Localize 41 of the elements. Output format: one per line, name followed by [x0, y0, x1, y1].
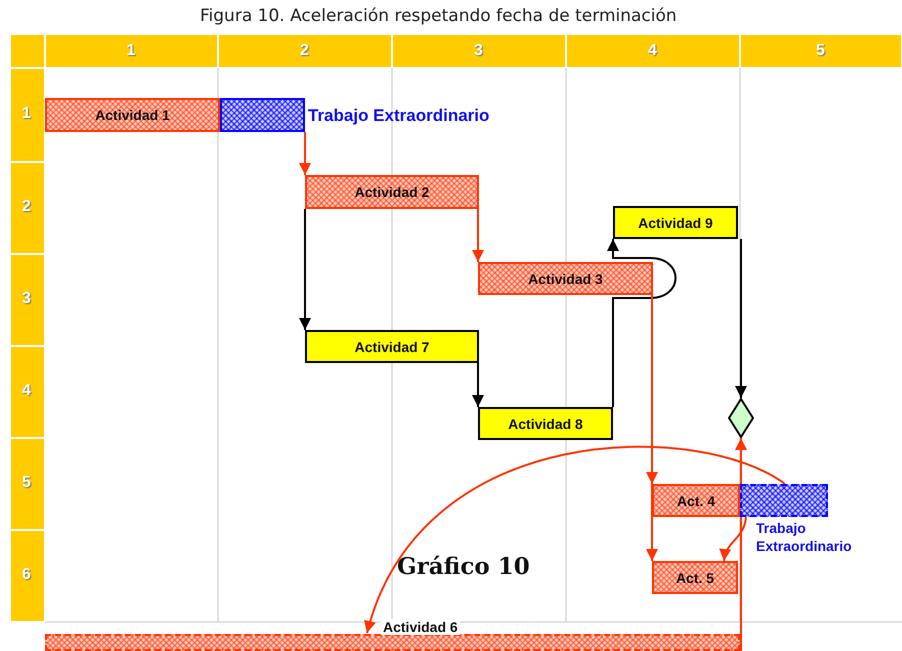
column-number: 1	[126, 42, 136, 60]
activity-label: Actividad 6	[381, 619, 460, 635]
activity-label: Actividad 8	[508, 416, 583, 432]
arrow	[735, 239, 747, 398]
arrow	[299, 209, 311, 330]
activity-box	[613, 206, 738, 239]
arrow	[365, 446, 786, 634]
activity-bar	[305, 175, 479, 209]
figure-title: Figura 10. Aceleración respetando fecha de terminación	[200, 6, 677, 26]
row-number: 2	[22, 198, 31, 216]
activity-label: Act. 4	[676, 492, 716, 508]
column-number: 4	[648, 42, 657, 60]
arrow	[472, 363, 484, 407]
activity-bar	[478, 262, 653, 295]
activity-label: Actividad 9	[638, 214, 713, 230]
column-number: 5	[816, 42, 825, 60]
arrow	[720, 516, 747, 562]
row-number: 3	[22, 290, 31, 308]
activity-box	[478, 407, 613, 440]
activity-bar	[652, 484, 740, 517]
activity-label: Actividad 1	[95, 107, 170, 123]
chart-label: Gráfico 10	[397, 553, 530, 580]
milestone-diamond	[728, 398, 754, 438]
row-number: 6	[22, 566, 31, 584]
activity-bar	[45, 98, 220, 132]
activity-label: Actividad 2	[354, 184, 430, 200]
overtime-label: Trabajo Extraordinario	[308, 106, 490, 126]
arrow	[299, 132, 311, 175]
row-number: 1	[22, 105, 31, 123]
column-number: 2	[300, 42, 309, 60]
activity-label: Act. 5	[676, 570, 714, 586]
arrow	[607, 239, 676, 407]
activity-box	[305, 330, 479, 363]
overtime-label: Trabajo Extraordinario	[756, 519, 853, 555]
activity-label: Actividad 3	[528, 270, 603, 286]
row-number: 4	[22, 382, 31, 400]
column-number: 3	[474, 42, 483, 60]
arrow	[472, 209, 484, 262]
activity-bar	[652, 561, 738, 594]
activity-label: Actividad 7	[354, 338, 430, 354]
row-number: 5	[22, 474, 31, 492]
